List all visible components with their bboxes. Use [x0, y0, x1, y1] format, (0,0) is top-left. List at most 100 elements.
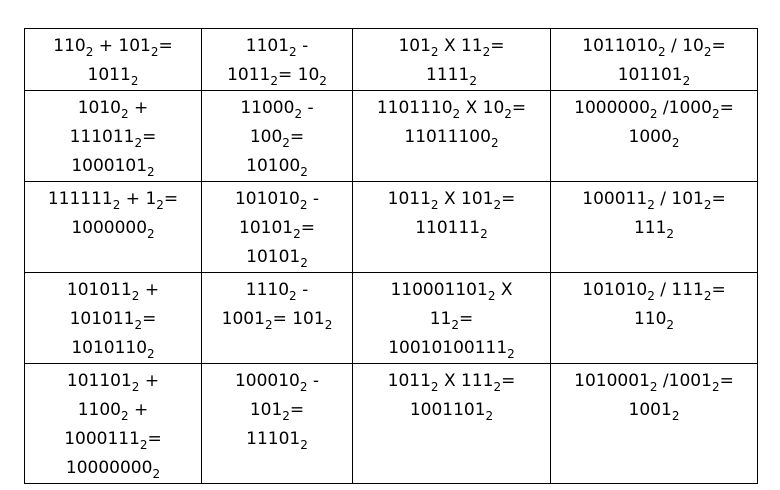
cell-text: 1111	[426, 65, 470, 85]
table-cell: 1000102 -1012=111012	[201, 363, 353, 484]
cell-text: 1010001	[574, 371, 650, 391]
cell-text: 1011010	[582, 36, 658, 56]
base-subscript: 2	[666, 318, 675, 332]
table-cell: 1012 X 112=11112	[352, 28, 551, 91]
cell-text: 1010	[77, 98, 121, 118]
base-subscript: 2	[324, 318, 333, 332]
cell-line: 1112	[553, 214, 755, 243]
base-subscript: 2	[282, 409, 290, 423]
cell-text: =	[501, 371, 516, 391]
cell-text: 100010	[234, 371, 300, 391]
base-subscript: 2	[139, 438, 148, 452]
cell-text: /	[657, 98, 669, 118]
base-subscript: 2	[270, 74, 278, 88]
table-cell: 1010102 / 1112=1102	[550, 272, 758, 364]
cell-text: 1110	[245, 280, 290, 300]
cell-line: 10101102	[27, 334, 199, 363]
cell-line: 1000112 / 1012=	[553, 185, 755, 214]
cell-text: 101010	[582, 280, 648, 300]
cell-text: 1011	[387, 371, 431, 391]
base-subscript: 2	[120, 107, 129, 121]
cell-text: =	[711, 189, 726, 209]
base-subscript: 2	[504, 107, 512, 121]
cell-line: 1102 + 1012=	[27, 32, 199, 61]
table-cell: 1010112 +1010112=10101102	[24, 272, 202, 364]
cell-text: =	[490, 36, 505, 56]
cell-text: =	[147, 429, 162, 449]
base-subscript: 2	[293, 227, 301, 241]
cell-text: +	[139, 280, 160, 300]
base-subscript: 2	[85, 45, 94, 59]
cell-text: 10	[682, 36, 704, 56]
cell-text: -	[296, 36, 309, 56]
base-subscript: 2	[289, 45, 297, 59]
cell-line: 10001112=	[27, 425, 199, 454]
cell-line: 1011012	[553, 61, 755, 90]
cell-line: 101012=	[204, 214, 350, 243]
cell-text: 110	[633, 309, 667, 329]
cell-text: =	[289, 400, 305, 420]
base-subscript: 2	[147, 227, 155, 241]
cell-text: +	[128, 98, 149, 118]
cell-line: 11011102 X 102=	[355, 94, 548, 123]
cell-line: 10000002	[27, 214, 199, 243]
cell-line: 1000102 -	[204, 367, 350, 396]
base-subscript: 2	[711, 380, 720, 394]
base-subscript: 2	[451, 318, 460, 332]
cell-line: 1110112=	[27, 123, 199, 152]
base-subscript: 2	[289, 289, 297, 303]
cell-text: 1101110	[376, 98, 453, 118]
base-subscript: 2	[452, 107, 461, 121]
cell-text: =	[158, 36, 173, 56]
cell-text: 101	[398, 36, 431, 56]
cell-text: 10	[482, 98, 505, 118]
cell-line: 10012= 1012	[204, 305, 350, 334]
cell-text: =	[719, 371, 734, 391]
table-cell: 110002 -1002=101002	[201, 90, 353, 182]
cell-text: X	[438, 371, 462, 391]
cell-line: 1102	[553, 305, 755, 334]
table-cell: 10112 X 1112=10011012	[352, 363, 551, 484]
cell-text: 101011	[66, 280, 132, 300]
cell-text: /	[654, 189, 672, 209]
cell-text: 111	[671, 280, 704, 300]
cell-text: 11101	[246, 429, 301, 449]
cell-line: 11002 +	[27, 396, 199, 425]
base-subscript: 2	[300, 165, 308, 179]
base-subscript: 2	[703, 45, 712, 59]
cell-text: /	[657, 371, 669, 391]
cell-text: X	[438, 36, 462, 56]
base-subscript: 2	[487, 289, 496, 303]
cell-text: 1001101	[409, 400, 486, 420]
base-subscript: 2	[711, 107, 720, 121]
cell-text: -	[307, 371, 320, 391]
table-cell: 10112 X 1012=1101112	[352, 181, 551, 273]
cell-line: 1101112	[355, 214, 548, 243]
cell-text: +	[93, 36, 119, 56]
table-cell: 11102 -10012= 1012	[201, 272, 353, 364]
base-subscript: 2	[430, 380, 439, 394]
cell-line: 11012 -	[204, 32, 350, 61]
cell-line: 101012	[204, 243, 350, 272]
cell-text: 1000101	[71, 156, 148, 176]
table-cell: 1000112 / 1012=1112	[550, 181, 758, 273]
cell-text: =	[142, 309, 157, 329]
cell-text: 100011	[582, 189, 648, 209]
cell-line: 101002	[204, 152, 350, 181]
cell-text: 10000000	[65, 458, 153, 478]
base-subscript: 2	[430, 198, 439, 212]
cell-text: 100	[249, 127, 283, 147]
cell-text: =	[459, 309, 474, 329]
cell-line: 110111002	[355, 123, 548, 152]
table-cell: 11011102 X 102=110111002	[352, 90, 551, 182]
cell-text: X	[438, 189, 462, 209]
cell-line: 10001012	[27, 152, 199, 181]
cell-line: 10102 +	[27, 94, 199, 123]
cell-text: X	[495, 280, 513, 300]
cell-text: 101	[671, 189, 704, 209]
cell-text: =	[300, 218, 315, 238]
